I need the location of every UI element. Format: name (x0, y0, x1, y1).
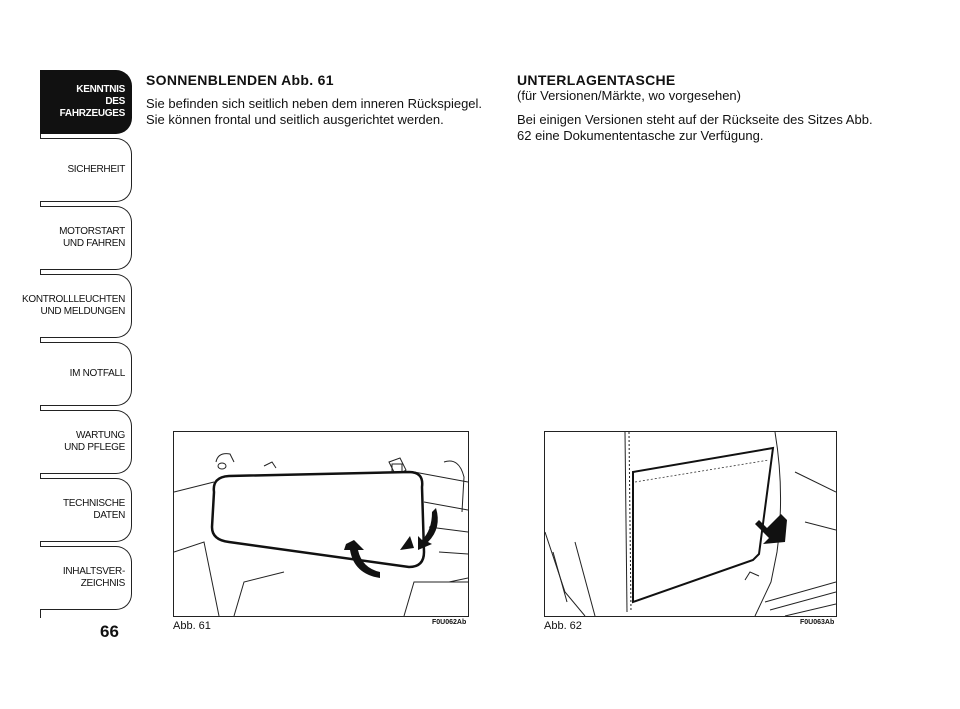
section-subheading: (für Versionen/Märkte, wo vorgesehen) (517, 88, 741, 103)
tab-wartung-und-pflege[interactable]: WARTUNG UND PFLEGE (40, 410, 132, 474)
tab-inhaltsverzeichnis[interactable]: INHALTSVER- ZEICHNIS (40, 546, 132, 610)
figure-code: F0U062Ab (432, 619, 467, 626)
figure-caption: Abb. 61 (173, 620, 211, 632)
page-number: 66 (100, 622, 119, 641)
tab-kontrollleuchten-und-meldungen[interactable]: KONTROLLLEUCHTEN UND MELDUNGEN (22, 274, 132, 338)
tab-motorstart-und-fahren[interactable]: MOTORSTART UND FAHREN (40, 206, 132, 270)
section-heading: SONNENBLENDEN Abb. 61 (146, 72, 334, 88)
figure-caption: Abb. 62 (544, 620, 582, 632)
section-heading: UNTERLAGENTASCHE (517, 72, 676, 88)
tab-technische-daten[interactable]: TECHNISCHE DATEN (40, 478, 132, 542)
sun-visor-illustration (174, 453, 468, 616)
tab-kenntnis-des-fahrzeuges[interactable]: KENNTNIS DES FAHRZEUGES (40, 70, 132, 134)
figure-61 (173, 431, 469, 617)
tab-sicherheit[interactable]: SICHERHEIT (40, 138, 132, 202)
figure-code: F0U063Ab (800, 619, 835, 626)
seat-pocket-illustration (545, 432, 836, 616)
section-body: Sie befinden sich seitlich neben dem inn… (146, 96, 483, 127)
tab-im-notfall[interactable]: IM NOTFALL (40, 342, 132, 406)
sun-visor-section: SONNENBLENDEN Abb. 61 Sie befinden sich … (146, 72, 496, 128)
figure-62 (544, 431, 837, 617)
document-pocket-section: UNTERLAGENTASCHE (für Versionen/Märkte, … (517, 72, 877, 144)
section-body: Bei einigen Versionen steht auf der Rück… (517, 112, 873, 143)
